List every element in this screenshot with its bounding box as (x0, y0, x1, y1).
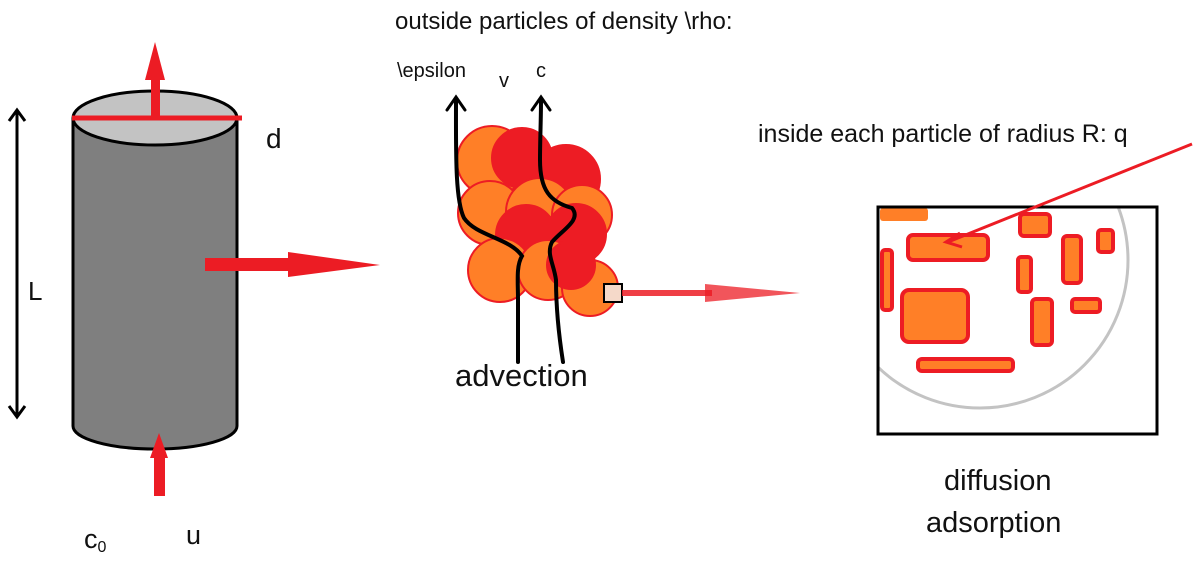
particle-cluster (456, 125, 619, 317)
advection-flow-lines (445, 94, 577, 364)
inlet-concentration-subscript: 0 (97, 539, 107, 556)
zoom-arrow-icon (622, 284, 800, 302)
pore (1096, 228, 1115, 254)
length-label: L (28, 276, 43, 306)
diffusion-label: diffusion (944, 465, 1052, 497)
particle-boundary-circle (878, 207, 1130, 410)
adsorption-label: adsorption (926, 507, 1062, 539)
epsilon-subscript-label: v (499, 70, 509, 92)
inlet-arrow-icon (150, 433, 168, 496)
pore (880, 248, 894, 312)
epsilon-label: \epsilon (397, 60, 466, 82)
pore (880, 208, 928, 221)
inlet-concentration-label: c0 (84, 524, 106, 557)
velocity-label: u (186, 520, 202, 550)
pore (1061, 234, 1083, 285)
inside-particle-label: inside each particle of radius R: q (758, 120, 1128, 148)
radial-arrow-icon (205, 252, 380, 277)
pore (906, 233, 990, 262)
particle-red (546, 240, 596, 290)
pore (1070, 297, 1102, 314)
outside-particles-label: outside particles of density \rho: (395, 8, 733, 35)
zoom-box-border (876, 205, 1159, 436)
length-arrow-icon (7, 107, 27, 420)
up-arrow-icon (145, 42, 165, 118)
pore (1016, 255, 1033, 294)
concentration-label: c (536, 60, 546, 82)
diameter-label: d (266, 123, 282, 154)
pore (1018, 212, 1052, 238)
particle-interior-box (876, 205, 1159, 436)
pointer-arrow-icon (942, 142, 1193, 249)
pore (916, 357, 1015, 373)
pore (1030, 297, 1054, 347)
pore (900, 288, 970, 344)
pores (880, 208, 1115, 373)
zoom-selection-box (603, 283, 623, 303)
inlet-concentration-base: c (84, 524, 98, 554)
advection-label: advection (455, 358, 588, 393)
